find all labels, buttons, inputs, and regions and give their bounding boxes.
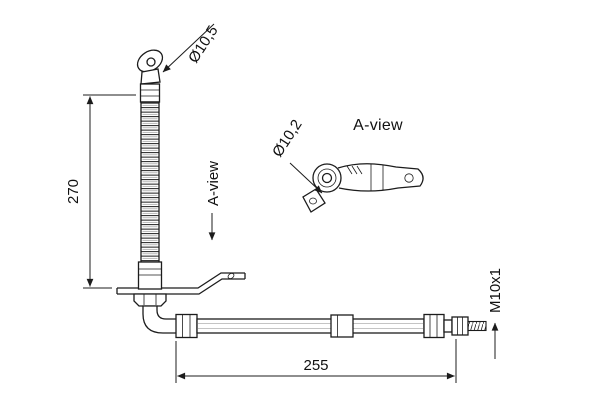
- bracket-hole: [227, 273, 235, 279]
- crimp-collar-left: [175, 313, 198, 339]
- fitting-neck: [443, 319, 453, 333]
- crimp-collar-top: [139, 83, 161, 103]
- crimp-collar-right: [423, 313, 445, 339]
- dimension-255: 255: [175, 339, 457, 383]
- mounting-bracket: [116, 272, 246, 295]
- detail-view: A-view Ø10,2: [269, 117, 424, 213]
- diameter-10-2-label: Ø10,2: [269, 117, 306, 161]
- horizontal-hose: [175, 313, 487, 339]
- threaded-end: [467, 320, 487, 332]
- banjo-fitting-top: [136, 49, 164, 103]
- dimension-270: 270: [65, 94, 136, 289]
- hose-clamp-sleeve: [330, 314, 354, 338]
- dimension-270-label: 270: [65, 179, 82, 204]
- corrugated-hose-vertical: [140, 101, 160, 263]
- detail-view-part: [302, 163, 424, 213]
- elbow-fitting: [142, 305, 178, 334]
- crimp-collar-bottom: [137, 261, 163, 290]
- a-view-arrow-label: A-view: [205, 161, 222, 206]
- thread-spec-label: M10x1: [487, 268, 504, 313]
- hose-body: [196, 318, 425, 334]
- fitting-hex: [451, 316, 469, 336]
- banjo-eye-hole: [146, 57, 156, 67]
- thread-callout-m10x1: M10x1: [487, 268, 504, 359]
- diameter-10-5-label: Ø10,5: [185, 23, 222, 67]
- detail-bore-hole: [321, 172, 333, 184]
- detail-tab-hole: [404, 173, 414, 183]
- dimension-255-label: 255: [303, 357, 328, 374]
- detail-view-title: A-view: [353, 117, 403, 134]
- hex-nut: [133, 293, 167, 307]
- diameter-callout-10-5: Ø10,5: [162, 23, 222, 73]
- detail-bent-tab: [302, 188, 326, 213]
- detail-hatch-marks: [346, 165, 363, 175]
- view-direction-callout: A-view: [205, 161, 222, 241]
